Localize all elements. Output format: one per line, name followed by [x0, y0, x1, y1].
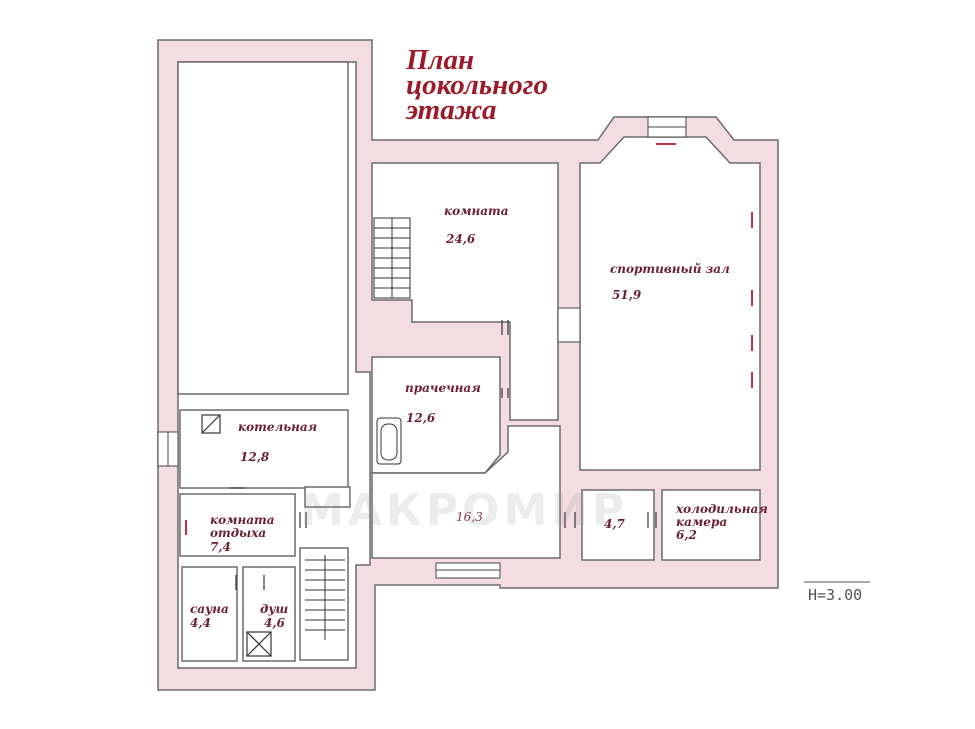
area-small: 4,7	[604, 517, 625, 531]
label-komnata: комната	[444, 204, 509, 218]
room-small	[581, 489, 655, 561]
room-hall	[371, 425, 561, 559]
label-sauna: сауна	[190, 602, 229, 616]
shaft-corridor	[304, 486, 351, 508]
room-kotelnaya	[179, 409, 349, 489]
area-prach: 12,6	[406, 411, 436, 425]
area-dush: 4,6	[264, 616, 285, 630]
label-dush: душ	[260, 602, 289, 616]
label-kholod-1: холодильная	[676, 502, 768, 516]
area-kholod: 6,2	[676, 528, 697, 542]
radiators	[185, 143, 753, 535]
area-otdykh: 7,4	[210, 540, 231, 554]
room-prachechnaya	[371, 356, 501, 474]
height-note: H=3.00	[808, 586, 863, 604]
room-sport-hall	[579, 136, 761, 471]
room-kholodilnaya	[661, 489, 761, 561]
area-sauna: 4,4	[190, 616, 211, 630]
plan-title: План цокольного этажа	[406, 44, 548, 126]
door-marks	[230, 320, 657, 590]
area-komnata: 24,6	[446, 232, 476, 246]
label-kotel: котельная	[238, 420, 318, 434]
room-komnata	[371, 162, 559, 421]
area-sport: 51,9	[612, 288, 642, 302]
room-sauna	[181, 566, 238, 662]
shower-icon	[246, 631, 272, 657]
stairs-upper	[373, 217, 411, 299]
stairs-lower	[305, 555, 345, 640]
title-line-2: цокольного	[406, 69, 548, 101]
room-large-left	[177, 61, 349, 395]
label-sport: спортивный зал	[610, 262, 730, 276]
room-komnata-otdykha	[179, 493, 296, 557]
boiler-icon	[201, 414, 221, 434]
area-hall: 16,3	[456, 510, 483, 524]
watermark: МАКРОМИР	[300, 485, 629, 536]
bathtub-icon	[376, 417, 402, 465]
windows	[157, 116, 687, 579]
title-line-1: План	[406, 44, 475, 76]
area-kotel: 12,8	[240, 450, 270, 464]
label-prach: прачечная	[405, 381, 481, 395]
stair-lower	[299, 547, 349, 661]
title-line-3: этажа	[406, 94, 497, 126]
label-otdykh-2: отдыха	[210, 526, 267, 540]
label-otdykh-1: комната	[210, 513, 275, 527]
label-kholod-2: камера	[676, 515, 728, 529]
